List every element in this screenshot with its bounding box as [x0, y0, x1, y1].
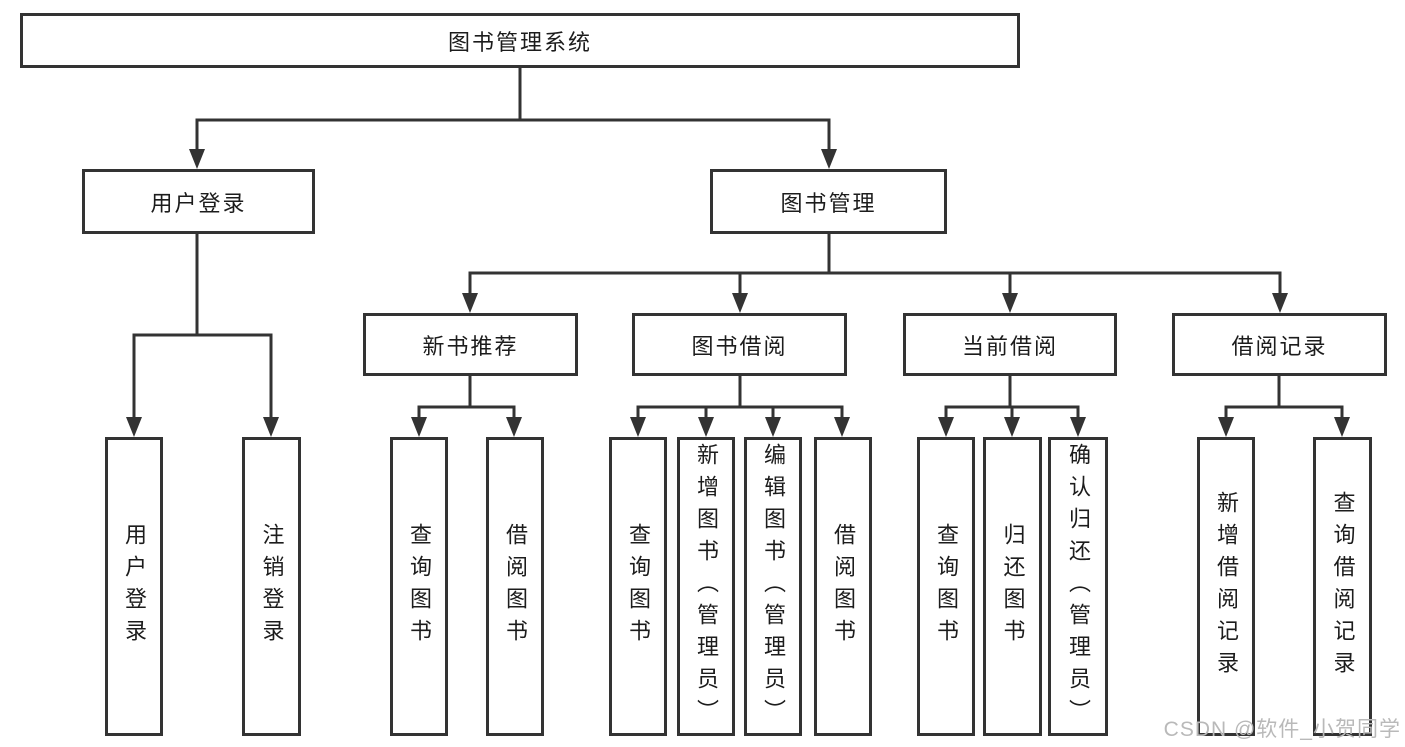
leaf-borrow-books: 借阅图书 [814, 437, 872, 736]
leaf-return-books: 归还图书 [983, 437, 1042, 736]
node-new-book-recommend: 新书推荐 [363, 313, 578, 376]
node-borrow-records: 借阅记录 [1172, 313, 1387, 376]
leaf-newbook-borrow-books: 借阅图书 [486, 437, 544, 736]
node-book-management: 图书管理 [710, 169, 947, 234]
node-user-login: 用户登录 [82, 169, 315, 234]
csdn-watermark: CSDN @软件_小贺同学 [1163, 718, 1401, 741]
node-current-borrow: 当前借阅 [903, 313, 1117, 376]
leaf-borrow-query-books: 查询图书 [609, 437, 667, 736]
node-book-borrow: 图书借阅 [632, 313, 847, 376]
leaf-add-borrow-record: 新增借阅记录 [1197, 437, 1255, 736]
leaf-query-borrow-record: 查询借阅记录 [1313, 437, 1372, 736]
leaf-logout: 注销登录 [242, 437, 301, 736]
leaf-newbook-query-books: 查询图书 [390, 437, 448, 736]
leaf-add-book-admin: 新增图书（管理员） [677, 437, 735, 736]
arrowheads [126, 149, 1350, 437]
leaf-edit-book-admin: 编辑图书（管理员） [744, 437, 802, 736]
leaf-confirm-return-admin: 确认归还（管理员） [1048, 437, 1108, 736]
node-library-system: 图书管理系统 [20, 13, 1020, 68]
leaf-user-login: 用户登录 [105, 437, 163, 736]
leaf-current-query-books: 查询图书 [917, 437, 975, 736]
